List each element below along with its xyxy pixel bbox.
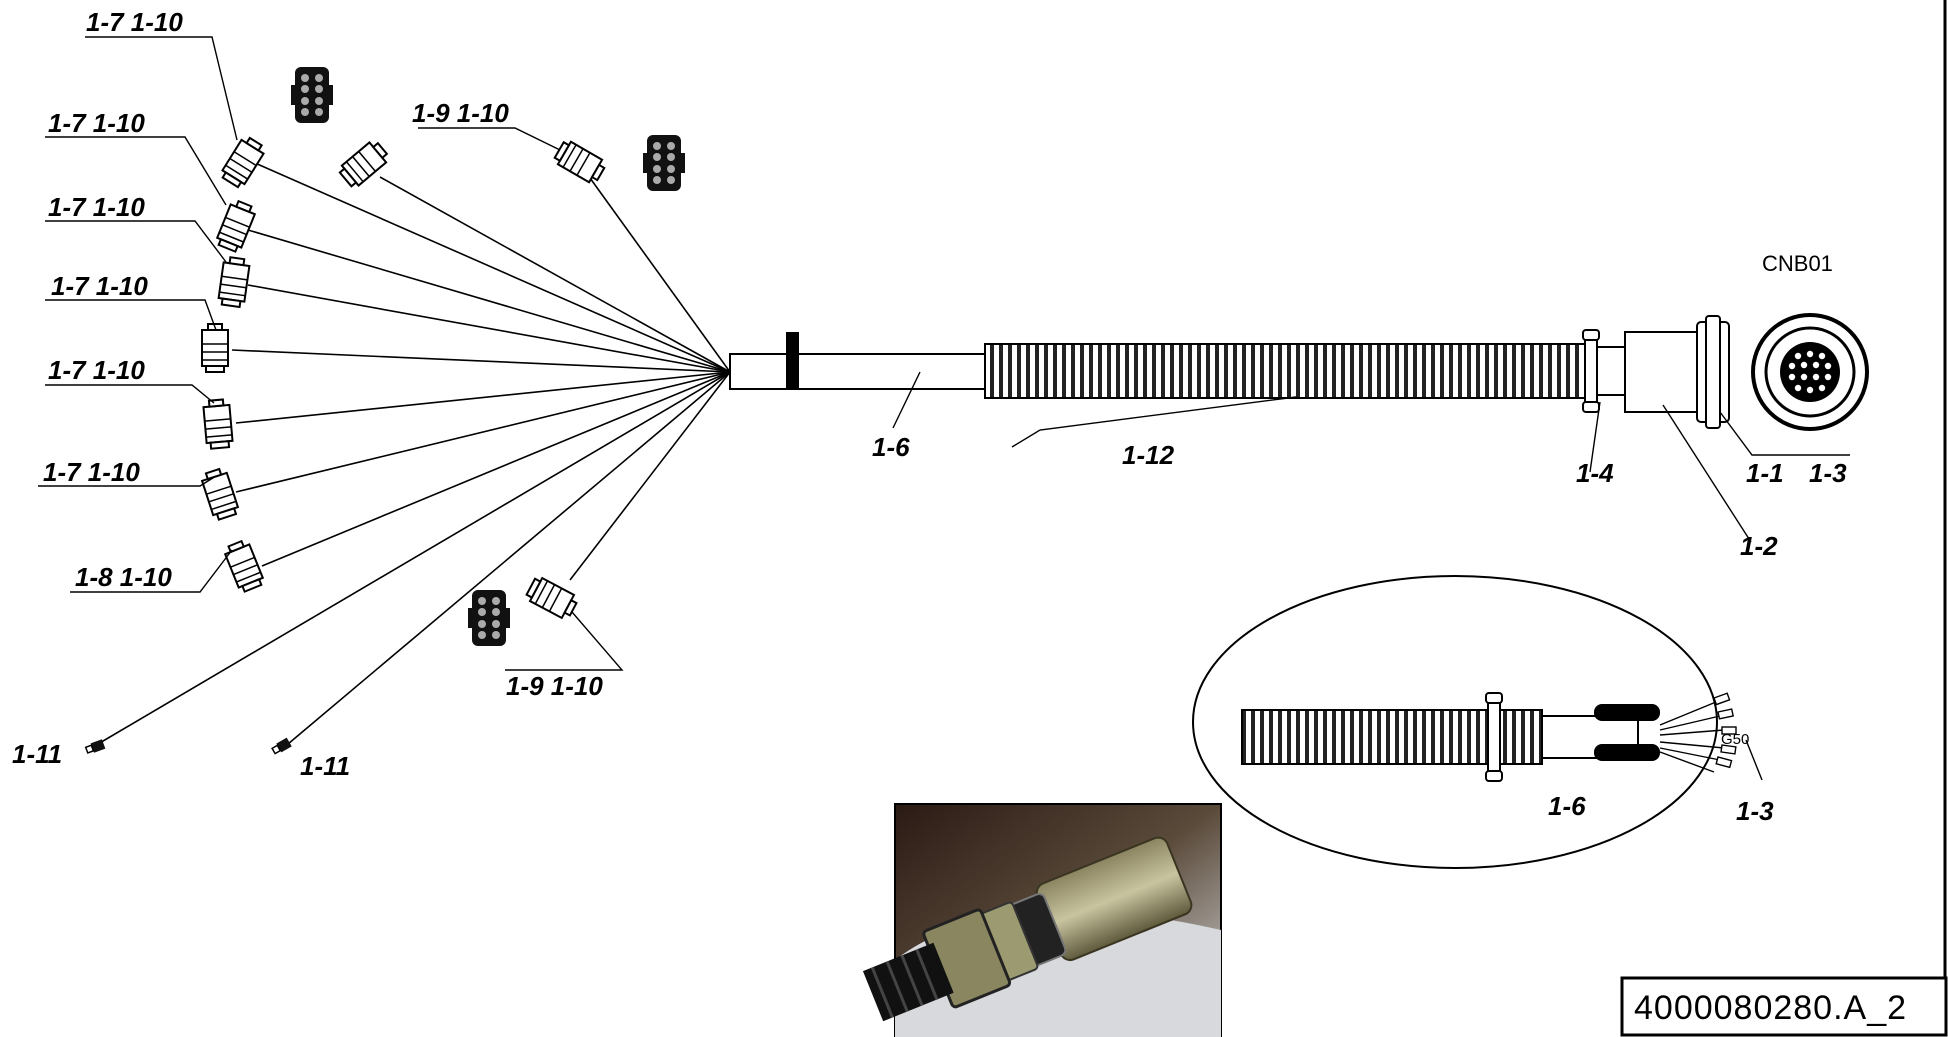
connector-3 bbox=[216, 255, 252, 309]
callout-connector-6: 1-7 1-10 bbox=[43, 457, 140, 487]
callout-detail-wires: 1-3 bbox=[1736, 796, 1774, 826]
main-sleeve bbox=[729, 332, 986, 390]
connector-7 bbox=[221, 537, 267, 595]
callout-sleeve: 1-6 bbox=[872, 432, 910, 462]
circular-connector-face-icon bbox=[1751, 313, 1869, 431]
document-id-box: 4000080280.A_2 bbox=[1620, 976, 1948, 1037]
connector-top-right bbox=[551, 137, 609, 187]
callout-nut: 1-4 bbox=[1576, 458, 1614, 488]
detail-view: G50 1-6 1-3 bbox=[1192, 575, 1774, 869]
connector-bottom bbox=[523, 574, 581, 622]
wire-end-clip-2 bbox=[270, 736, 293, 757]
backshell bbox=[1624, 331, 1698, 413]
wire-end-clip-1 bbox=[84, 738, 107, 756]
connector-2 bbox=[213, 197, 259, 255]
corrugated-conduit bbox=[984, 343, 1590, 399]
callout-connector-1: 1-7 1-10 bbox=[86, 7, 183, 37]
callout-detail-sleeve: 1-6 bbox=[1548, 791, 1586, 821]
connector-4 bbox=[201, 323, 229, 373]
connector-1 bbox=[218, 133, 268, 191]
callout-connector-3: 1-7 1-10 bbox=[48, 192, 145, 222]
callout-connector-7: 1-8 1-10 bbox=[75, 562, 172, 592]
conduit-nut bbox=[1582, 329, 1626, 413]
callout-connector-a: 1-1 bbox=[1746, 458, 1784, 488]
callout-backshell: 1-2 bbox=[1740, 531, 1778, 561]
photo-inset bbox=[862, 803, 1222, 1037]
connector-top-left bbox=[336, 137, 392, 191]
receptacle-face-icon bbox=[291, 67, 685, 646]
connector-name: CNB01 bbox=[1762, 251, 1833, 276]
callout-conduit: 1-12 bbox=[1122, 440, 1175, 470]
callout-connector-bottom: 1-9 1-10 bbox=[506, 671, 603, 701]
callout-connector-top: 1-9 1-10 bbox=[412, 98, 509, 128]
callout-connector-5: 1-7 1-10 bbox=[48, 355, 145, 385]
document-id: 4000080280.A_2 bbox=[1634, 989, 1907, 1027]
connector-5 bbox=[201, 397, 235, 451]
wire-fan bbox=[97, 162, 731, 745]
circular-connector-side bbox=[1696, 315, 1730, 429]
callout-connector-4: 1-7 1-10 bbox=[51, 271, 148, 301]
detail-marker: G50 bbox=[1721, 731, 1749, 748]
callout-wire-end-1: 1-11 bbox=[12, 739, 62, 769]
callout-wire-end-2: 1-11 bbox=[300, 751, 350, 781]
callout-connector-2: 1-7 1-10 bbox=[48, 108, 145, 138]
connector-6 bbox=[199, 466, 241, 522]
callout-connector-b: 1-3 bbox=[1809, 458, 1847, 488]
